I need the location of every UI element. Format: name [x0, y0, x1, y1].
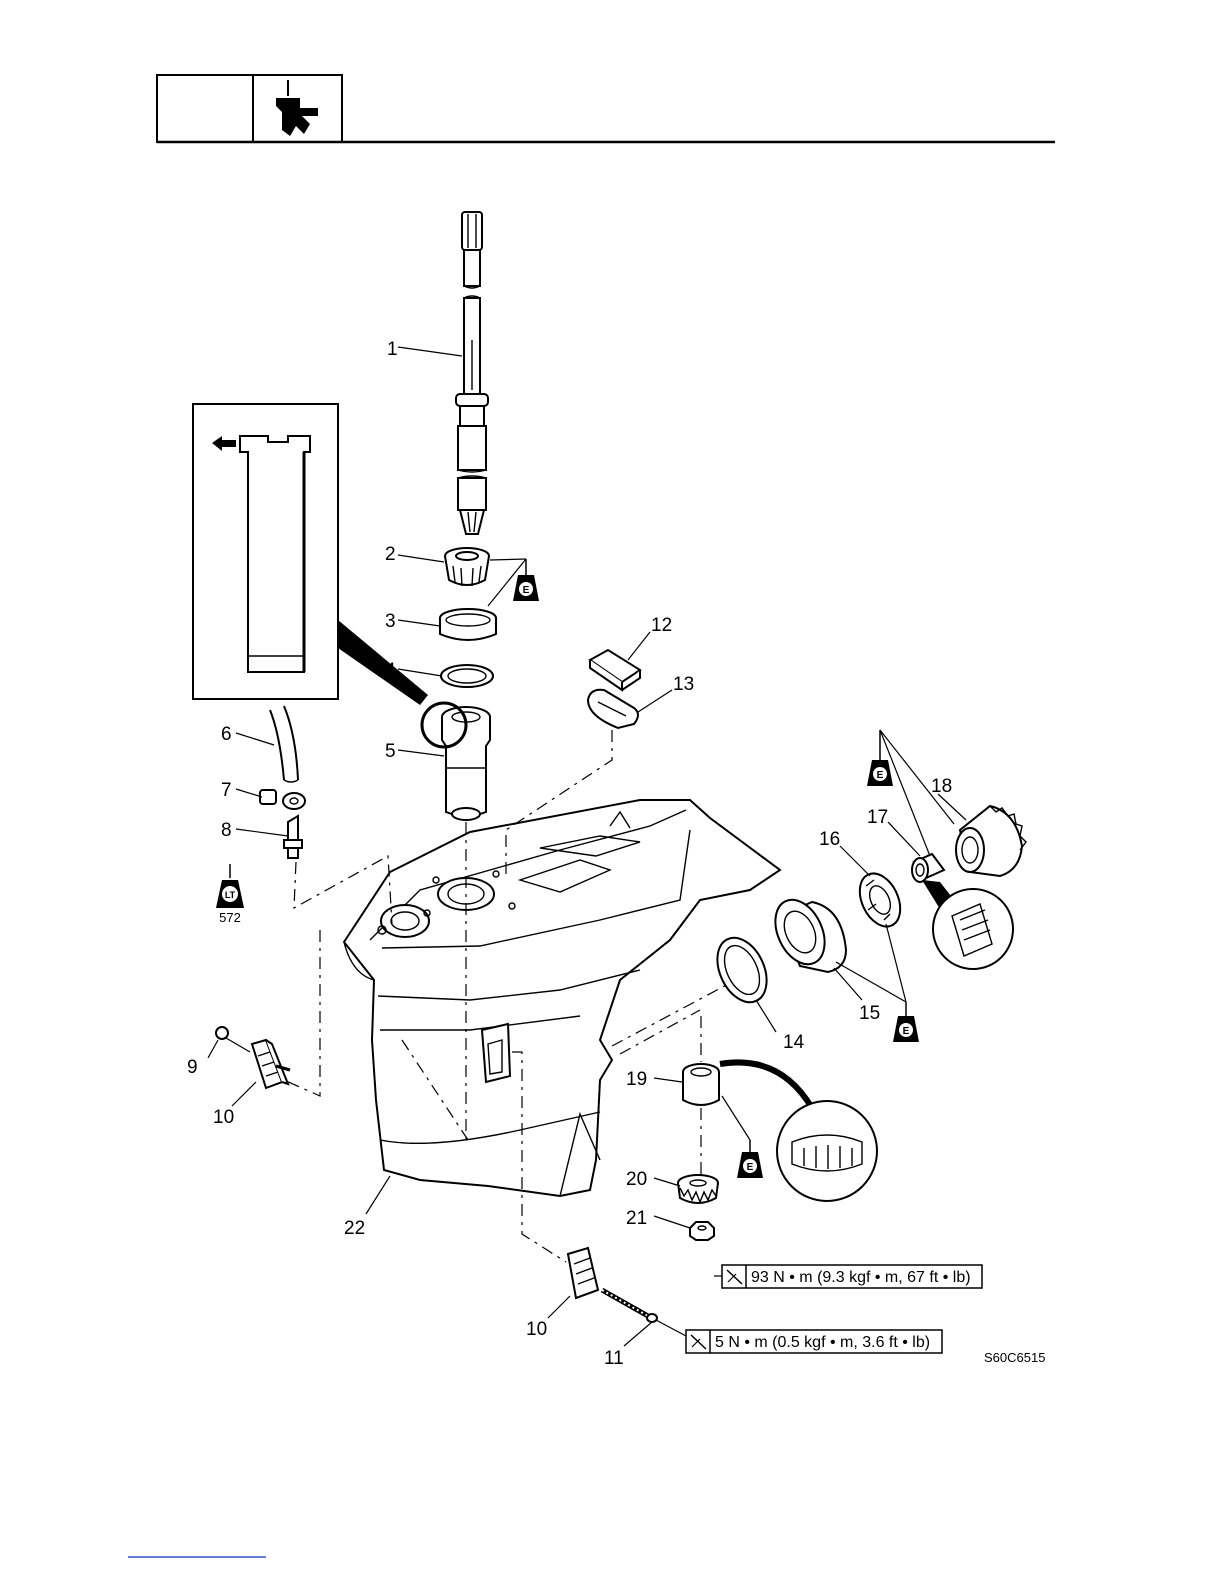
part-label-14: 14: [783, 1032, 805, 1053]
part-label-5: 5: [385, 741, 396, 762]
part-label-22: 22: [344, 1218, 365, 1239]
bearing-housing-15: [766, 892, 846, 972]
taper-bearing-16: [852, 867, 908, 933]
torque-spec-bolt: 5 N • m (0.5 kgf • m, 3.6 ft • lb): [686, 1330, 942, 1353]
part-label-20: 20: [626, 1169, 647, 1190]
needle-bearing-19: [683, 1064, 719, 1105]
pinion-gear-20: [678, 1175, 718, 1203]
anode-12: [590, 650, 640, 690]
nut-9: [216, 1027, 228, 1039]
lower-unit-icon: [276, 80, 318, 136]
grease-e-icon: E: [737, 1140, 763, 1178]
forward-gear-18: [956, 806, 1026, 876]
header: [157, 75, 1055, 142]
needle-bearing-detail: [922, 880, 1013, 969]
bolt-11: [602, 1290, 657, 1322]
water-hose: [270, 706, 298, 782]
drive-shaft-sleeve: [422, 703, 490, 820]
trim-tab-anode-lower: [568, 1248, 598, 1298]
grease-e-icon: E: [513, 559, 539, 601]
part-label-10-upper: 10: [213, 1107, 234, 1128]
grease-e-icon: E: [867, 730, 893, 786]
part-label-21: 21: [626, 1208, 647, 1229]
trim-tab-anode-upper: [252, 1040, 290, 1088]
svg-text:E: E: [877, 770, 884, 781]
sealant-number: 572: [219, 910, 241, 925]
torque-value-5: 5 N • m (0.5 kgf • m, 3.6 ft • lb): [715, 1334, 930, 1351]
part-label-7: 7: [221, 780, 232, 801]
grease-e-icon: E: [893, 1002, 919, 1042]
part-label-15: 15: [859, 1003, 880, 1024]
pinion-nut-21: [690, 1222, 714, 1240]
water-inlet-screw: [284, 816, 302, 858]
part-label-17: 17: [867, 807, 888, 828]
svg-text:E: E: [747, 1162, 754, 1173]
part-label-10-lower: 10: [526, 1319, 547, 1340]
torque-value-93: 93 N • m (9.3 kgf • m, 67 ft • lb): [751, 1269, 971, 1286]
part-label-19: 19: [626, 1069, 647, 1090]
part-label-6: 6: [221, 724, 232, 745]
needle-bearing-17: [912, 854, 944, 882]
shim-14: [708, 930, 777, 1010]
part-label-8: 8: [221, 820, 232, 841]
part-label-9: 9: [187, 1057, 198, 1078]
torque-spec-nut: 93 N • m (9.3 kgf • m, 67 ft • lb): [722, 1265, 982, 1288]
part-label-12: 12: [651, 615, 672, 636]
tapered-roller-bearing: [445, 548, 489, 586]
part-label-13: 13: [673, 674, 694, 695]
figure-code: S60C6515: [984, 1350, 1045, 1365]
svg-text:E: E: [903, 1026, 910, 1037]
bearing-outer-race: [440, 609, 496, 640]
part-label-16: 16: [819, 829, 840, 850]
anode-13: [588, 690, 638, 728]
grommet: [260, 790, 305, 809]
pinion-bearing-detail: [720, 1062, 877, 1201]
sealant-lt-icon: LT 572: [216, 864, 244, 925]
sealant-lt-label: LT: [225, 890, 236, 900]
part-label-11: 11: [604, 1348, 624, 1369]
drive-shaft: [456, 212, 488, 534]
shim-washer: [441, 665, 493, 687]
lower-gear-case: [344, 800, 780, 1196]
part-label-2: 2: [385, 544, 396, 565]
part-label-1: 1: [387, 339, 398, 360]
part-label-3: 3: [385, 611, 396, 632]
svg-text:E: E: [523, 585, 530, 596]
part-label-18: 18: [931, 776, 952, 797]
part-label-4: 4: [385, 660, 396, 681]
